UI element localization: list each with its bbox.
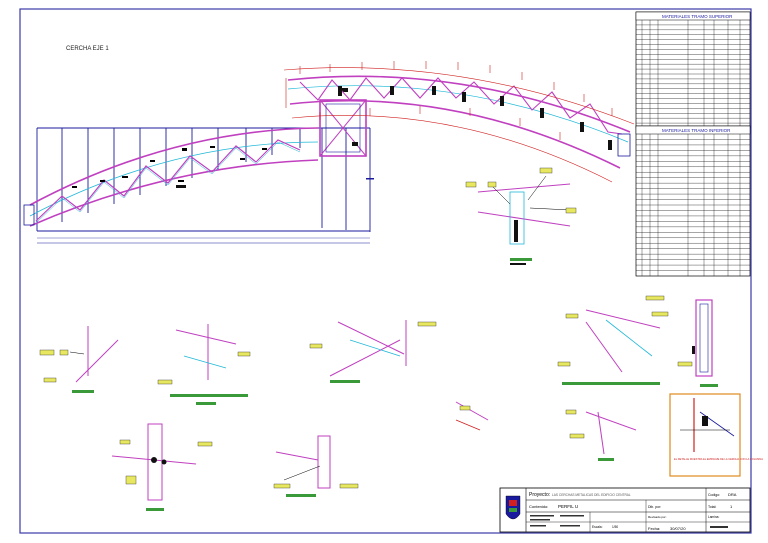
total-label: Total:: [708, 505, 716, 509]
total-value: 1: [730, 504, 733, 509]
detail-c: [157, 324, 251, 405]
table-bottom-header: MATERIALES TRAMO INFERIOR: [662, 128, 731, 133]
table-top-header: MATERIALES TRAMO SUPERIOR: [662, 14, 733, 19]
contenido-label: Contenido:: [529, 504, 548, 509]
truss-right: [283, 61, 635, 183]
detail-note: EL DETALLE MUESTRA EL EMPALME DE LA CERC…: [674, 457, 763, 461]
drawing-title: CERCHA EJE 1: [66, 46, 109, 52]
detail-joint-a: [465, 167, 577, 265]
fecha-label: Fecha:: [648, 526, 660, 531]
contenido-value: PERFIL U: [558, 504, 578, 509]
dib-label: Dib. por:: [648, 505, 661, 509]
sheet-border: [19, 8, 752, 534]
detail-i: [565, 409, 637, 461]
codigo-value: DRA: [728, 492, 737, 497]
lamina-label: Lamina:: [708, 515, 719, 519]
detail-h: [557, 295, 669, 385]
proyecto-value: LAS CERCHAS METALICAS DEL EDIFICIO CENTR…: [552, 493, 631, 497]
codigo-label: Codigo:: [708, 493, 720, 497]
title-block: Proyecto: LAS CERCHAS METALICAS DEL EDIF…: [499, 487, 751, 533]
materials-table-bottom: MATERIALES TRAMO INFERIOR: [635, 125, 751, 277]
detail-column-connection: EL DETALLE MUESTRA EL EMPALME DE LA CERC…: [669, 393, 763, 477]
proyecto-label: Proyecto:: [529, 492, 550, 498]
materials-table-top: MATERIALES TRAMO SUPERIOR: [635, 11, 751, 129]
detail-g: [455, 401, 489, 431]
detail-d: [309, 320, 437, 383]
detail-j: [677, 299, 718, 387]
fecha-value: 30/07/20: [670, 526, 686, 531]
logo-emblem: [505, 495, 521, 520]
detail-e: [111, 423, 213, 511]
rev-label: Revisado por:: [648, 515, 667, 519]
escala-value: 1/50: [612, 525, 618, 529]
escala-label: Escala:: [592, 525, 603, 529]
detail-f: [273, 435, 359, 497]
truss-joint-center: [319, 88, 367, 157]
truss-left: [23, 127, 374, 244]
detail-b: [39, 326, 119, 393]
